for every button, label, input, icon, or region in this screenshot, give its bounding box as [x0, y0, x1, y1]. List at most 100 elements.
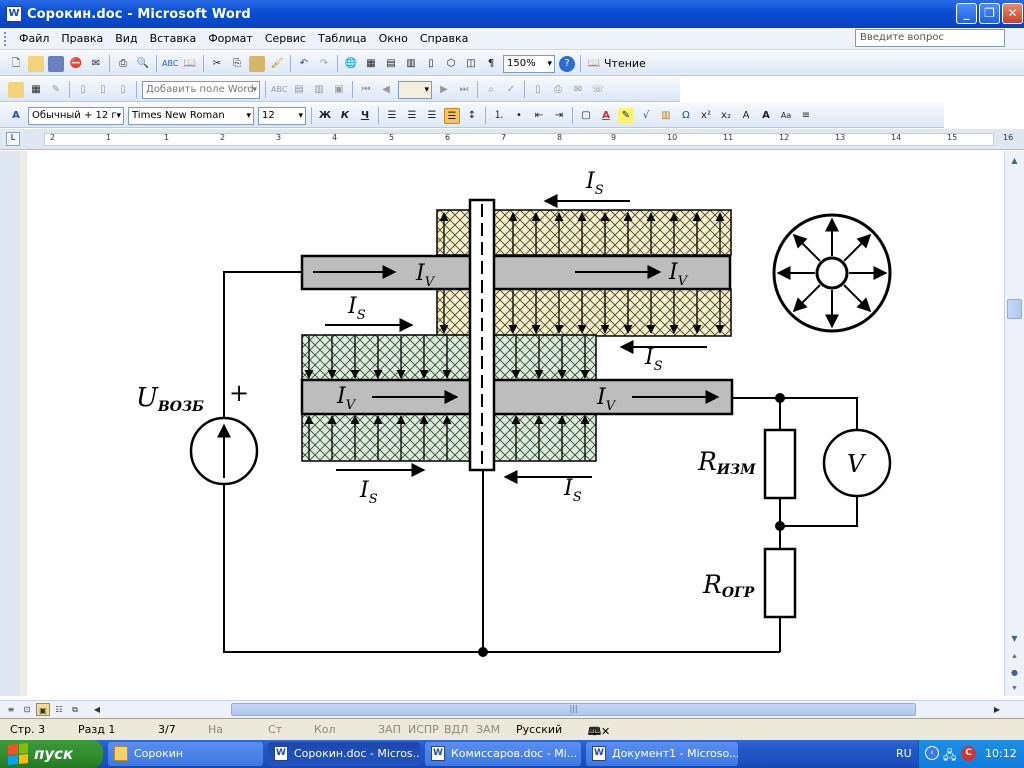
reading-view-icon[interactable]: ⧉ [72, 705, 78, 714]
status-overtype[interactable]: ЗАМ [476, 723, 501, 736]
read-button[interactable]: Чтение [604, 57, 646, 70]
previous-record-icon[interactable]: ◀ [382, 83, 390, 95]
next-page-icon[interactable]: ⯆ [1011, 684, 1018, 693]
research-icon[interactable]: 📖 [183, 57, 197, 69]
field-table-icon[interactable]: ▦ [31, 83, 41, 95]
vertical-scrollbar[interactable]: ▲ ▼ ⯅ ● ⯆ [1004, 151, 1024, 696]
hyperlink-icon[interactable]: 🌐 [344, 57, 358, 69]
insert-table-icon[interactable]: ▤ [386, 57, 396, 69]
antivirus-icon[interactable]: C [961, 746, 976, 761]
normal-view-icon[interactable]: ≡ [7, 705, 15, 714]
menu-window[interactable]: Окно [378, 31, 408, 45]
network-icon[interactable]: 🖧 [943, 748, 957, 762]
menu-file[interactable]: Файл [19, 31, 50, 45]
document-page[interactable]: IS IV IV IS IS IV IV IS IS UВОЗБ + RИЗМ … [27, 151, 1004, 696]
menu-edit[interactable]: Правка [61, 31, 104, 45]
start-button[interactable]: пуск [0, 740, 103, 768]
table-icon[interactable]: ▤ [294, 83, 304, 95]
status-extend[interactable]: ВДЛ [444, 723, 469, 736]
taskbar-item-folder[interactable]: Сорокин [108, 742, 263, 766]
print-preview-icon[interactable]: 🔍 [136, 57, 150, 69]
change-case-icon[interactable]: Aa [780, 110, 792, 120]
clock[interactable]: 10:12 [985, 747, 1017, 760]
new-document-icon[interactable]: 🗋 [11, 57, 21, 69]
read-icon[interactable]: 📖 [587, 57, 601, 69]
format-painter-icon[interactable]: 🖌 [270, 57, 284, 69]
font-size-select[interactable]: 12 [258, 106, 306, 125]
merge-printer-icon[interactable]: ⎙ [554, 83, 562, 95]
increase-indent-icon[interactable]: ⇥ [554, 109, 564, 121]
merge-email-icon[interactable]: ✉ [573, 83, 583, 95]
underline-button[interactable]: Ч [360, 109, 370, 121]
status-track-changes[interactable]: ИСПР [408, 723, 439, 736]
redo-icon[interactable]: ↷ [319, 57, 329, 69]
styles-icon[interactable]: A [12, 109, 20, 121]
last-record-icon[interactable]: ⏭ [459, 83, 469, 95]
horizontal-scrollbar[interactable]: ≡ ⊡ ▣ ☷ ⧉ ◀ ||| ▶ [0, 700, 1024, 718]
subscript-icon[interactable]: x₂ [721, 109, 731, 121]
page-icon[interactable]: ▯ [80, 83, 86, 95]
menu-table[interactable]: Таблица [317, 31, 367, 45]
ruler-track[interactable] [44, 133, 994, 146]
scroll-right-icon[interactable]: ▶ [993, 705, 1001, 714]
align-center-icon[interactable]: ☰ [407, 109, 417, 121]
status-record[interactable]: ЗАП [378, 723, 401, 736]
menu-view[interactable]: Вид [115, 31, 138, 45]
menu-help[interactable]: Справка [419, 31, 469, 45]
borders-icon[interactable]: ▢ [581, 109, 591, 121]
chart-icon[interactable]: ▥ [661, 109, 671, 121]
permission-icon[interactable]: ⛔ [69, 57, 83, 69]
italic-button[interactable]: К [340, 109, 350, 121]
symbol-icon[interactable]: Ω [682, 109, 690, 121]
menu-format[interactable]: Формат [208, 31, 253, 45]
bold-button[interactable]: Ж [318, 109, 332, 121]
equation-icon[interactable]: √ [642, 109, 650, 121]
find-entry-icon[interactable]: ⌕ [488, 83, 494, 95]
maximize-button[interactable]: ❐ [979, 3, 1000, 24]
show-hide-icon[interactable]: ¶ [487, 57, 495, 69]
vertical-ruler[interactable] [0, 151, 20, 696]
tables-borders-icon[interactable]: ▦ [366, 57, 376, 69]
record-input[interactable] [398, 80, 432, 99]
spelling-icon[interactable]: ABC [162, 58, 179, 68]
style-select[interactable]: Обычный + 12 г [28, 106, 124, 125]
merge-new-doc-icon[interactable]: ▯ [535, 83, 541, 95]
zoom-select[interactable]: 150% [503, 54, 555, 73]
page-icon[interactable]: ▯ [100, 83, 106, 95]
align-left-icon[interactable]: ☰ [387, 109, 397, 121]
check-errors-icon[interactable]: ✓ [506, 83, 516, 95]
save-icon[interactable] [48, 55, 64, 72]
grow-font-icon[interactable]: A [762, 109, 770, 121]
previous-page-icon[interactable]: ⯅ [1011, 652, 1018, 661]
menu-insert[interactable]: Вставка [149, 31, 197, 45]
shrink-font-icon[interactable]: A [742, 109, 750, 121]
merge-icon[interactable]: ▥ [314, 83, 324, 95]
align-right-icon[interactable]: ☰ [427, 109, 437, 121]
email-icon[interactable]: ✉ [91, 57, 101, 69]
font-select[interactable]: Times New Roman [128, 106, 254, 125]
spelling-status-icon[interactable]: 🕮✕ [588, 725, 611, 738]
next-record-icon[interactable]: ▶ [440, 83, 448, 95]
horizontal-scroll-thumb[interactable]: ||| [231, 703, 916, 716]
horizontal-ruler[interactable]: L 2 1 1 2 3 4 5 6 7 8 9 10 11 12 13 14 1… [0, 129, 1024, 150]
scroll-down-icon[interactable]: ▼ [1011, 634, 1018, 643]
document-map-icon[interactable]: ◫ [466, 57, 476, 69]
special-chars-icon[interactable]: ≡ [801, 109, 811, 121]
line-spacing-icon[interactable]: ↕ [467, 109, 477, 121]
scroll-left-icon[interactable]: ◀ [93, 705, 101, 714]
columns-icon[interactable]: ▯ [428, 57, 434, 69]
web-view-icon[interactable]: ⊡ [23, 705, 31, 714]
scroll-thumb[interactable] [1007, 299, 1022, 319]
superscript-icon[interactable]: x² [701, 109, 711, 121]
open-folder-icon[interactable] [28, 55, 44, 72]
insert-field-icon[interactable] [8, 81, 24, 98]
scroll-up-icon[interactable]: ▲ [1011, 156, 1018, 165]
back-arrow-icon[interactable]: ‹ [925, 746, 939, 760]
first-record-icon[interactable]: ⏮ [361, 83, 371, 95]
font-color-icon[interactable]: A [602, 109, 610, 121]
help-search-input[interactable]: Введите вопрос [855, 29, 1005, 47]
cut-icon[interactable]: ✂ [212, 57, 222, 69]
print-icon[interactable]: ⎙ [119, 57, 127, 69]
